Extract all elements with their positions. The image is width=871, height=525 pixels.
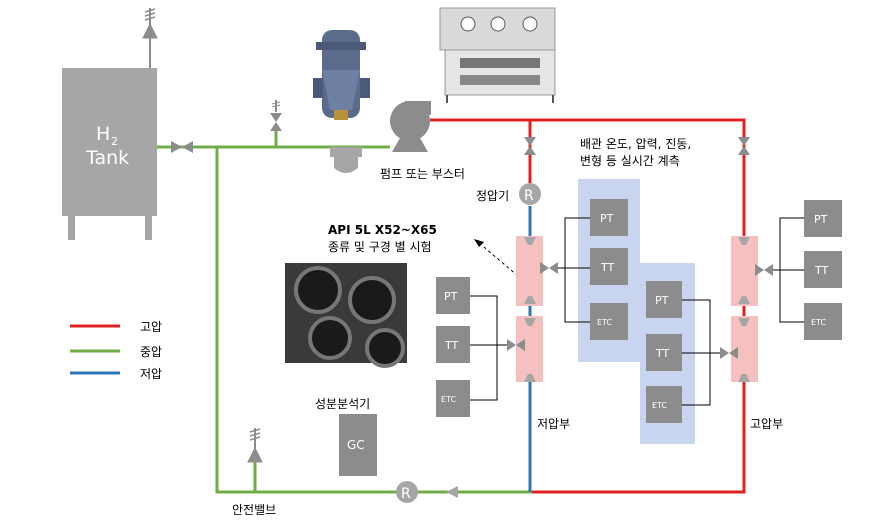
- regulator-label: 정압기: [476, 189, 509, 203]
- sensor-tt: TT: [814, 264, 829, 277]
- tank-label-sub: 2: [111, 135, 118, 148]
- legend-label: 저압: [140, 367, 162, 381]
- h2-tank: H 2 Tank: [62, 68, 157, 240]
- sensor-wiring: [470, 217, 804, 406]
- sensor-valve-icons: [507, 262, 773, 359]
- sensor-group-right: PT TT ETC: [804, 200, 842, 340]
- filter-image: [313, 30, 370, 120]
- safety-valve-icon: [247, 428, 263, 463]
- sensor-etc: ETC: [811, 318, 826, 327]
- low-section-label: 저압부: [537, 417, 570, 431]
- sensor-group-mid-right: PT TT ETC: [646, 281, 682, 423]
- low-test-section: [516, 236, 543, 382]
- tank-label-tank: Tank: [85, 147, 129, 169]
- valve-icon[interactable]: [738, 137, 750, 155]
- legend-label: 고압: [140, 320, 162, 334]
- sensor-pt: PT: [655, 294, 669, 307]
- check-valve-icon: [446, 486, 458, 498]
- valve-icon[interactable]: [270, 113, 282, 131]
- gc-label: GC: [347, 438, 365, 452]
- valve-icon[interactable]: [171, 141, 193, 153]
- regulator-icon: [519, 183, 541, 205]
- regulator-icon: [396, 481, 418, 503]
- sensor-etc: ETC: [652, 401, 667, 410]
- safety-valve-label: 안전밸브: [232, 503, 276, 517]
- analyzer-label: 성분분석기: [315, 397, 370, 411]
- valve-icon[interactable]: [524, 137, 536, 155]
- gc-box: [339, 414, 377, 476]
- flange-icons: [524, 237, 750, 382]
- measure-label-2: 변형 등 실시간 계측: [580, 154, 680, 168]
- sensor-etc: ETC: [441, 395, 456, 404]
- sensor-pt: PT: [444, 290, 458, 303]
- sensor-pt: PT: [814, 213, 828, 226]
- strainer-icon: [330, 147, 362, 173]
- regulator-symbol: R: [401, 486, 411, 502]
- sensor-tt: TT: [600, 261, 615, 274]
- legend-label: 중압: [140, 345, 162, 359]
- sensor-pt: PT: [600, 212, 614, 225]
- sensor-group-mid-left: PT TT ETC: [590, 199, 628, 340]
- pipe-photo: [285, 263, 407, 368]
- sensor-group-left: PT TT ETC: [436, 277, 470, 417]
- api-label-2: 종류 및 구경 별 시험: [328, 240, 432, 254]
- api-label-1: API 5L X52~X65: [328, 223, 437, 237]
- pointer-arrow: [477, 241, 519, 277]
- legend: 고압 중압 저압: [70, 320, 162, 381]
- pump-icon: [390, 101, 431, 152]
- tank-label-h: H: [96, 123, 110, 145]
- high-test-section: [731, 236, 758, 382]
- sensor-etc: ETC: [597, 318, 612, 327]
- booster-image: [439, 7, 556, 103]
- measure-label-1: 배관 온도, 압력, 진동,: [580, 137, 691, 151]
- vent-icon: [271, 100, 281, 112]
- sensor-tt: TT: [655, 347, 670, 360]
- high-section-label: 고압부: [750, 417, 783, 431]
- sensor-tt: TT: [444, 339, 459, 352]
- tank-vent-icon: [142, 8, 158, 68]
- pump-label: 펌프 또는 부스터: [380, 167, 465, 181]
- regulator-symbol: R: [524, 188, 534, 204]
